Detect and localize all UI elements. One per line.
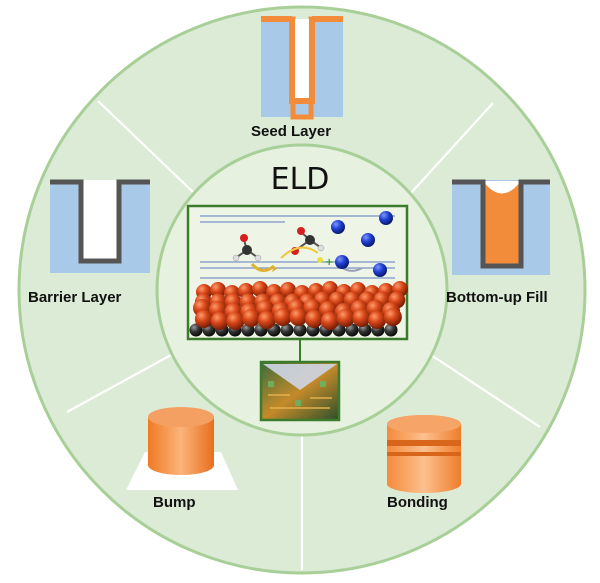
seed-layer-trench-icon [261,16,343,120]
copper-sphere [305,310,324,328]
copper-sphere [383,308,402,326]
substrate-sphere [384,323,398,337]
copper-sphere [320,312,339,330]
copper-sphere [257,311,276,329]
copper-sphere [352,309,371,327]
svg-text:+: + [325,257,333,268]
bottom-up-fill-trench-icon [452,179,550,275]
substrate-sphere [293,323,307,337]
copper-sphere [210,312,229,330]
formaldehyde-molecule-icon [232,234,262,262]
bump-icon [126,407,238,490]
copper-sphere [336,309,355,327]
segment-label-bonding: Bonding [387,494,448,511]
substrate-sphere [280,323,294,337]
copper-sphere [210,282,226,298]
substrate-sphere [345,323,359,337]
bonding-icon [387,415,461,493]
copper-sphere [289,308,308,326]
copper-ions-icon [331,211,393,277]
eld-schematic: + [186,204,409,341]
chip-cross-section-icon [259,360,341,422]
center-title: ELD [270,162,330,197]
segment-dividers [66,100,541,570]
segment-label-barrier-layer: Barrier Layer [28,289,122,306]
segment-label-seed-layer: Seed Layer [251,123,332,140]
copper-sphere [194,310,213,328]
barrier-layer-trench-icon [50,179,150,273]
substrate-sphere [189,323,203,337]
copper-sphere [273,308,292,326]
segment-label-bump: Bump [153,494,196,511]
copper-sphere [252,281,268,297]
copper-particle-layer [189,281,408,337]
copper-sphere [368,311,387,329]
segment-label-bottom-up-fill: Bottom-up Fill [446,289,548,306]
copper-sphere [226,312,245,330]
copper-sphere [242,309,261,327]
